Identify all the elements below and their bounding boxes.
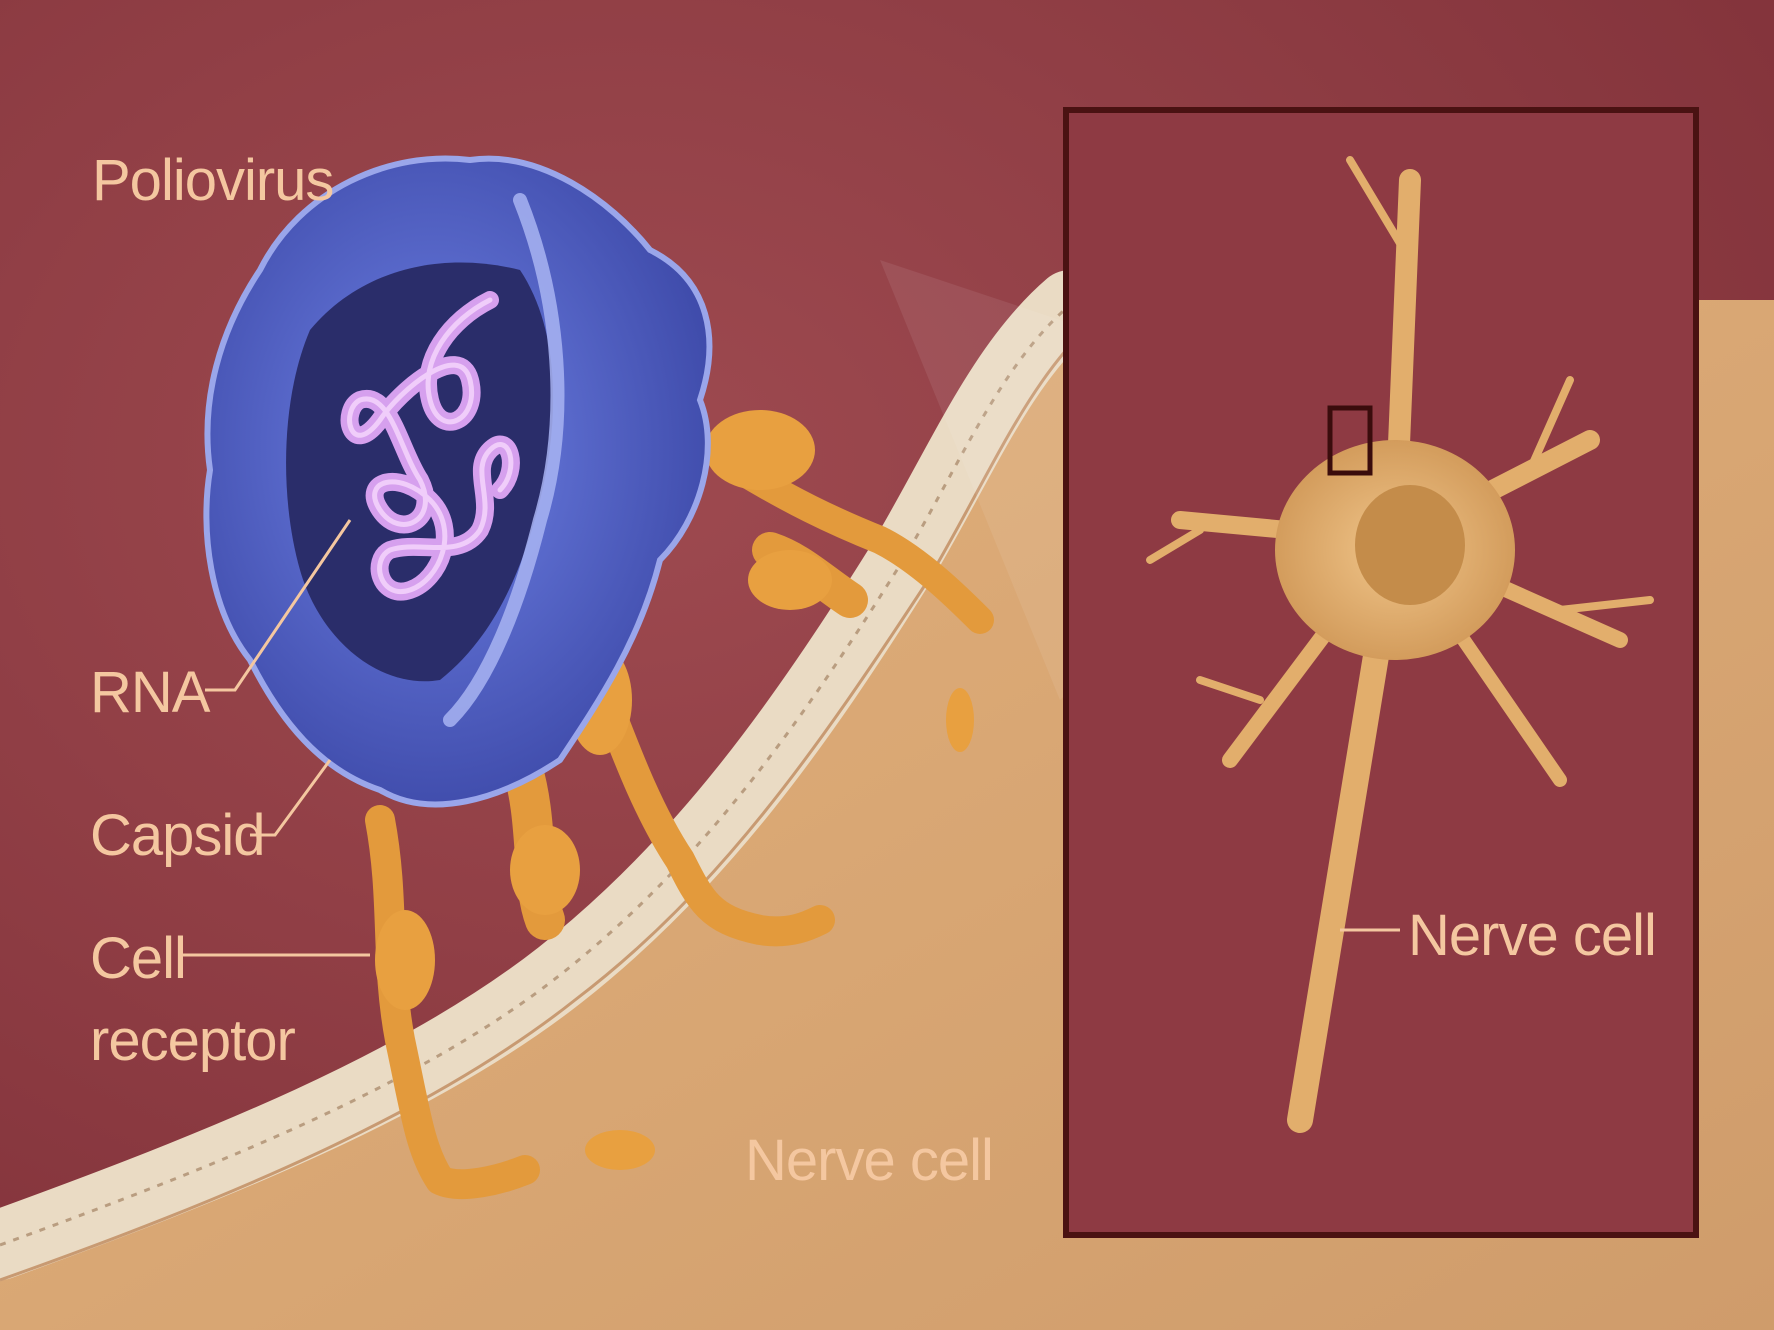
inset-panel — [1066, 110, 1696, 1235]
neuron-nucleus — [1355, 485, 1465, 605]
receptor-blob — [705, 410, 815, 490]
nerve-cell-membrane-label: Nerve cell — [745, 1128, 993, 1193]
poliovirus-label: Poliovirus — [92, 148, 333, 213]
cell-receptor-label-line1: Cell — [90, 926, 186, 991]
receptor-blob — [375, 910, 435, 1010]
rna-label: RNA — [90, 660, 211, 725]
receptor-blob — [748, 550, 832, 610]
receptor-blob — [510, 825, 580, 915]
receptor-blob — [946, 688, 974, 752]
nerve-cell-inset-label: Nerve cell — [1408, 903, 1656, 968]
cell-receptor-label-line2: receptor — [90, 1008, 295, 1073]
capsid-label: Capsid — [90, 803, 265, 868]
receptor-blob — [585, 1130, 655, 1170]
